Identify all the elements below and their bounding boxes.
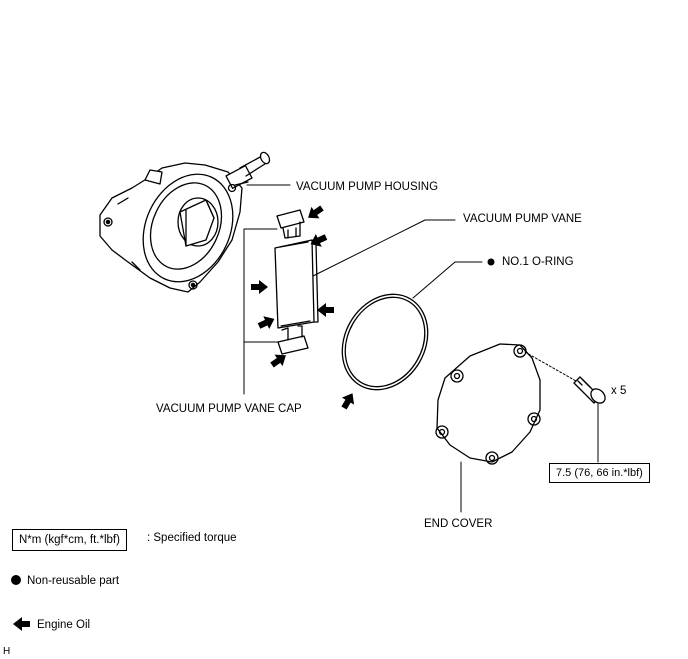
bolt-quantity: x 5: [611, 385, 627, 397]
legend-non-reusable-text: Non-reusable part: [27, 575, 120, 587]
filled-dot-icon: [11, 575, 21, 585]
vane-label: VACUUM PUMP VANE: [463, 213, 582, 225]
non-reusable-marker: [487, 258, 495, 266]
vacuum-pump-housing: [99, 151, 271, 293]
o-ring: [341, 293, 429, 391]
bolt: [573, 376, 606, 404]
engine-oil-arrows: [251, 205, 355, 410]
corner-mark: H: [3, 646, 11, 657]
housing-label: VACUUM PUMP HOUSING: [296, 181, 439, 193]
legend-non-reusable: Non-reusable part: [11, 574, 119, 588]
end-cover: [435, 343, 541, 465]
vacuum-pump-vane: [274, 239, 319, 329]
vane-cap-label: VACUUM PUMP VANE CAP: [156, 403, 302, 415]
legend-engine-oil-text: Engine Oil: [37, 619, 91, 631]
o-ring-label: NO.1 O-RING: [502, 256, 574, 268]
legend-torque-text: : Specified torque: [147, 532, 237, 544]
end-cover-label: END COVER: [424, 518, 493, 530]
vane-cap-bottom: [277, 325, 309, 355]
vane-cap-top: [276, 209, 305, 239]
legend-torque-box: N*m (kgf*cm, ft.*lbf): [12, 529, 127, 551]
torque-spec-box: 7.5 (76, 66 in.*lbf): [549, 463, 650, 483]
legend-oil-arrow-icon: [13, 617, 30, 631]
